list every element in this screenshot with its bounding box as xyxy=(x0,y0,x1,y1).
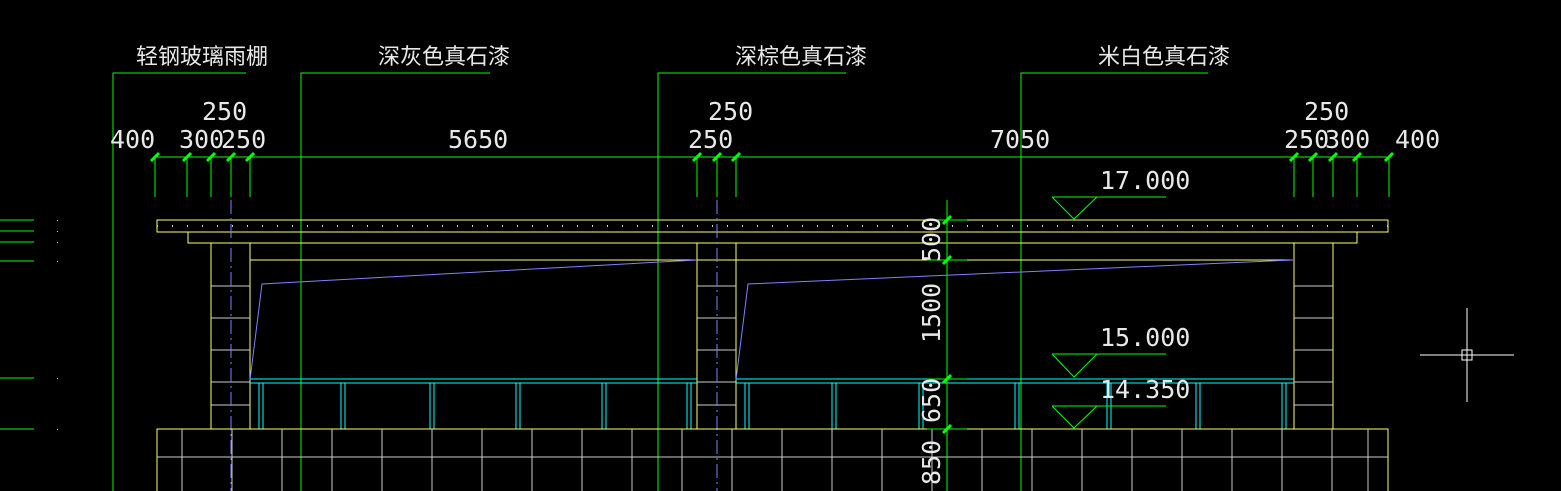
glass-railing xyxy=(250,378,1294,429)
level-marker-mid xyxy=(1051,353,1166,378)
level-roof: 17.000 xyxy=(1100,166,1190,195)
label-dark-brown-paint: 深棕色真石漆 xyxy=(735,45,867,70)
left-edge-marks xyxy=(0,219,34,430)
material-leaders xyxy=(112,72,1208,491)
canopy-slopes xyxy=(249,259,1294,381)
dim-250-right: 250 xyxy=(1284,125,1329,154)
dim-850: 850 xyxy=(917,440,946,485)
level-low: 14.350 xyxy=(1100,375,1190,404)
level-marker-roof xyxy=(1051,196,1166,220)
dim-250-left-top: 250 xyxy=(202,97,247,126)
cad-crosshair-cursor[interactable] xyxy=(1420,308,1514,402)
dim-650: 650 xyxy=(917,378,946,423)
dim-300-right: 300 xyxy=(1325,125,1370,154)
dim-500: 500 xyxy=(917,217,946,262)
vertical-dimension-chain xyxy=(927,200,967,491)
label-off-white-paint: 米白色真石漆 xyxy=(1098,45,1230,70)
left-edge-dots xyxy=(57,220,58,430)
roof-slab xyxy=(156,219,1389,261)
level-mid: 15.000 xyxy=(1100,323,1190,352)
dim-400-right: 400 xyxy=(1395,125,1440,154)
dim-400-left: 400 xyxy=(110,125,155,154)
label-canopy: 轻钢玻璃雨棚 xyxy=(136,45,268,70)
dim-250-mid: 250 xyxy=(688,125,733,154)
dimension-chain xyxy=(149,151,1395,197)
dim-300-left: 300 xyxy=(179,125,224,154)
dim-5650: 5650 xyxy=(448,125,508,154)
dim-250-right-top: 250 xyxy=(1304,97,1349,126)
column-centerlines xyxy=(230,200,718,491)
lower-wall-grid xyxy=(156,428,1389,491)
column-right xyxy=(1293,242,1334,430)
label-dark-gray-paint: 深灰色真石漆 xyxy=(378,45,510,70)
dim-250-left: 250 xyxy=(221,125,266,154)
dim-250-mid-top: 250 xyxy=(708,97,753,126)
dim-1500: 1500 xyxy=(917,283,946,343)
level-marker-low xyxy=(1051,405,1166,429)
dim-7050: 7050 xyxy=(990,125,1050,154)
